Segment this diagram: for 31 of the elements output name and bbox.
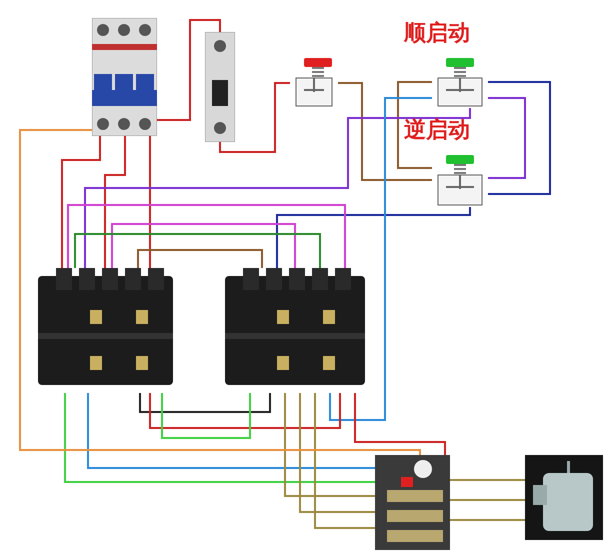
wire — [329, 97, 432, 421]
wire — [354, 393, 446, 455]
wire — [87, 393, 375, 469]
wire — [488, 97, 526, 179]
wire — [219, 82, 290, 153]
wire — [157, 19, 221, 121]
wire — [299, 393, 375, 513]
wire — [450, 499, 525, 501]
wire — [450, 519, 525, 521]
wire — [139, 393, 271, 413]
wire — [84, 108, 471, 268]
wire — [314, 393, 375, 529]
wire — [276, 207, 471, 268]
wire — [397, 81, 432, 169]
wire — [67, 204, 346, 268]
wire — [161, 393, 251, 439]
wire — [19, 129, 421, 456]
wire — [137, 249, 263, 268]
wire — [104, 136, 126, 268]
wire — [488, 81, 551, 195]
wire — [61, 136, 101, 268]
wire — [74, 233, 321, 268]
wire — [338, 82, 432, 181]
wire — [64, 393, 375, 483]
wire — [111, 223, 296, 268]
button-label: 顺启动 — [404, 20, 470, 48]
wire — [149, 393, 341, 429]
wire — [284, 393, 375, 497]
button-label: 逆启动 — [404, 117, 470, 145]
wire — [149, 136, 151, 268]
wire — [450, 479, 525, 481]
